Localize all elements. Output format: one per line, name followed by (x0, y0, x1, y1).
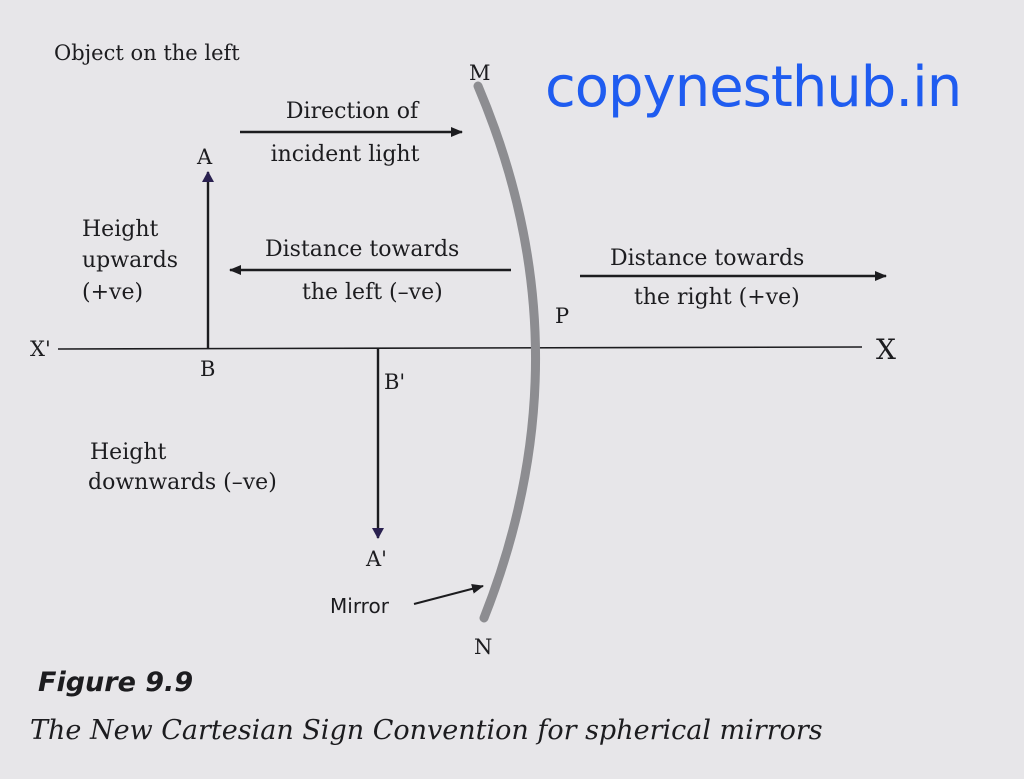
height-up-line3: (+ve) (82, 280, 144, 305)
figure-title: Figure 9.9 (38, 667, 194, 698)
point-a: A (197, 145, 213, 169)
object-note: Object on the left (54, 41, 240, 65)
distance-right-line1: Distance towards (610, 246, 805, 271)
point-m: M (469, 61, 491, 85)
point-x-prime: X' (30, 337, 51, 361)
incident-line2: incident light (270, 142, 420, 167)
point-x: X (876, 333, 896, 366)
figure-caption: The New Cartesian Sign Convention for sp… (30, 715, 823, 746)
height-up-line2: upwards (82, 248, 179, 273)
distance-left-line1: Distance towards (265, 237, 460, 262)
point-b-prime: B' (384, 370, 406, 394)
point-p: P (555, 304, 570, 328)
mirror-label: Mirror (330, 594, 389, 618)
distance-right-line2: the right (+ve) (634, 285, 800, 310)
mirror-pointer-arrow (413, 583, 484, 605)
mirror-arc (473, 81, 540, 623)
incident-line1: Direction of (285, 99, 419, 124)
principal-axis (57, 346, 863, 350)
point-n: N (474, 635, 493, 659)
watermark-text: copynesthub.in (545, 55, 962, 120)
distance-left-line2: the left (–ve) (302, 280, 443, 305)
height-down-line1: Height (90, 440, 167, 465)
point-a-prime: A' (366, 547, 387, 571)
point-b: B (200, 357, 216, 381)
height-up-line1: Height (82, 217, 159, 242)
height-down-line2: downwards (–ve) (88, 470, 277, 495)
